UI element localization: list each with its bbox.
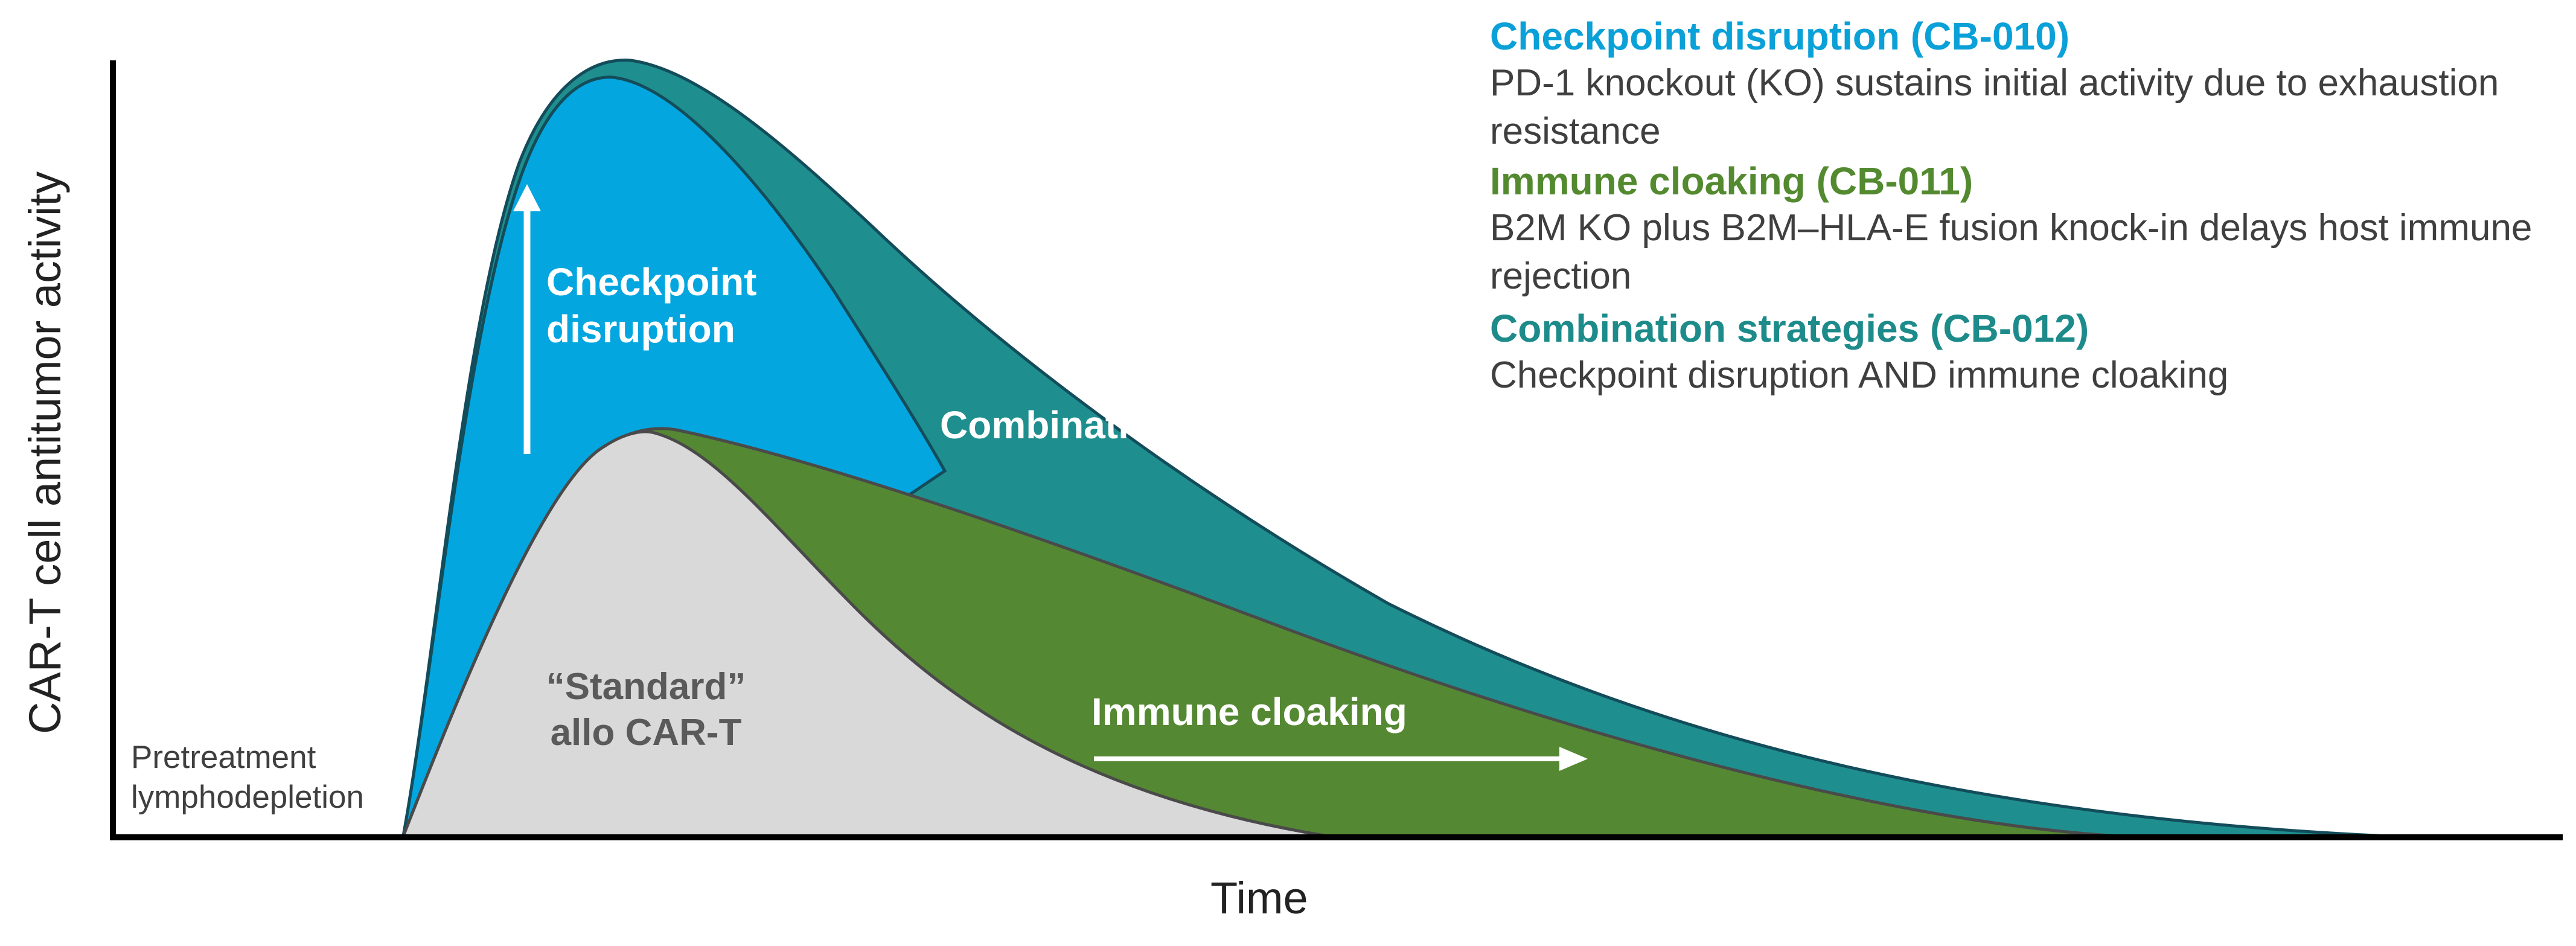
legend-item-checkpoint: Checkpoint disruption (CB-010) PD-1 knoc… [1490, 13, 2565, 156]
standard-label-line-1: “Standard” [546, 666, 746, 708]
checkpoint-label-line-2: disruption [546, 307, 735, 351]
standard-allo-cart-label: “Standard” allo CAR-T [531, 664, 761, 756]
standard-allo-cart-region [401, 430, 1329, 838]
checkpoint-disruption-label: Checkpoint disruption [546, 258, 756, 353]
checkpoint-label-line-1: Checkpoint [546, 260, 757, 304]
legend-title-checkpoint: Checkpoint disruption (CB-010) [1490, 14, 2070, 58]
legend-desc-checkpoint: PD-1 knockout (KO) sustains initial acti… [1490, 62, 2499, 152]
legend-desc-cloaking: B2M KO plus B2M–HLA-E fusion knock-in de… [1490, 207, 2533, 297]
pretreatment-line-1: Pretreatment [131, 740, 316, 775]
y-axis-label: CAR-T cell antitumor activity [20, 171, 70, 735]
x-axis-label: Time [1210, 873, 1308, 923]
right-arrow-icon [1094, 747, 1588, 771]
pretreatment-label: Pretreatment lymphodepletion [131, 738, 364, 817]
legend-item-combination: Combination strategies (CB-012) Checkpoi… [1490, 305, 2565, 400]
standard-label-line-2: allo CAR-T [550, 712, 742, 753]
legend: Checkpoint disruption (CB-010) PD-1 knoc… [1490, 13, 2565, 400]
pretreatment-line-2: lymphodepletion [131, 779, 364, 815]
legend-item-cloaking: Immune cloaking (CB-011) B2M KO plus B2M… [1490, 158, 2565, 301]
combination-label: Combination [940, 403, 1177, 447]
legend-title-cloaking: Immune cloaking (CB-011) [1490, 159, 1974, 203]
legend-title-combination: Combination strategies (CB-012) [1490, 307, 2089, 350]
legend-desc-combination: Checkpoint disruption AND immune cloakin… [1490, 354, 2229, 396]
up-arrow-icon [513, 184, 541, 454]
immune-cloaking-label: Immune cloaking [1091, 690, 1407, 733]
